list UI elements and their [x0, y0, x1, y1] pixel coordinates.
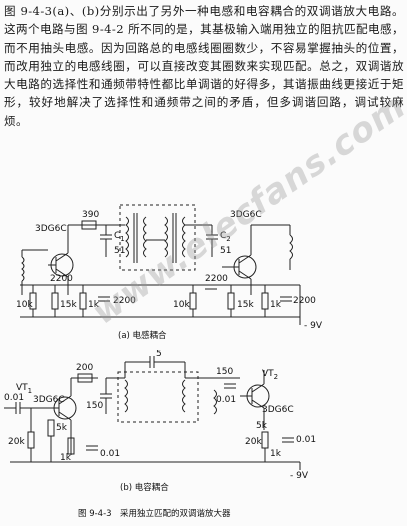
a-r-b1-label: 10k — [16, 300, 33, 310]
b-supply-label: - 9V — [290, 471, 309, 481]
a-r-e1-label: 1k — [88, 300, 100, 310]
b-r-c-label: 200 — [76, 363, 93, 373]
a-r-b2-label: 15k — [60, 300, 77, 310]
a-c-mid-label: 2200 — [205, 274, 228, 284]
a-transistor-1-label: 3DG6C — [35, 224, 67, 234]
a-c-in-label: 2200 — [50, 274, 73, 284]
b-vt2-label: VT2 — [262, 369, 278, 381]
a-c2-value: 51 — [220, 246, 231, 256]
a-r-top-label: 390 — [82, 210, 99, 220]
figure-caption-area: 图 9-4-3 采用独立匹配的双调谐放大器 — [78, 508, 231, 519]
a-c-e1-label: 2200 — [113, 296, 136, 306]
a-caption: (a) 电感耦合 — [118, 330, 167, 341]
b-c-tune1-label: 150 — [86, 401, 103, 411]
b-c-in-label: 0.01 — [4, 393, 24, 403]
b-r-b1-label: 20k — [8, 437, 25, 447]
b-caption: (b) 电容耦合 — [120, 482, 169, 493]
figure-caption: 图 9-4-3 采用独立匹配的双调谐放大器 — [78, 508, 231, 519]
a-supply-label: - 9V — [304, 321, 323, 331]
b-c-couple-label: 5 — [156, 350, 162, 359]
b-c-tune2-label: 150 — [216, 367, 233, 377]
b-transistor-2-label: 3DG6C — [262, 405, 294, 415]
b-transistor-1-label: 3DG6C — [33, 395, 65, 405]
a-c-e2-label: 2200 — [293, 296, 316, 306]
b-c-out-label: 0.01 — [216, 395, 236, 405]
b-r-e1-label: 1k — [60, 453, 72, 463]
a-r-b3-label: 10k — [173, 300, 190, 310]
body-paragraph: 图 9-4-3(a)、(b)分别示出了另外一种电感和电容耦合的双调谐放大电路。这… — [4, 4, 404, 128]
b-c-e1-label: 0.01 — [100, 449, 120, 459]
b-r-b3-label: 20k — [245, 437, 262, 447]
circuit-a-diagram: 3DG6C 390 C1 51 C2 51 3DG6C 2200 10k 15k… — [16, 204, 323, 341]
a-r-b4-label: 15k — [237, 300, 254, 310]
b-r-b2-label: 5k — [56, 423, 68, 433]
a-c2-name: C2 — [220, 231, 231, 243]
circuit-b-diagram: VT1 3DG6C 0.01 200 150 5 150 0.01 VT2 3D… — [4, 350, 316, 493]
b-vt1-label: VT1 — [16, 383, 32, 395]
a-transistor-2-label: 3DG6C — [230, 210, 262, 220]
b-c-e2-label: 0.01 — [296, 435, 316, 445]
a-c1-value: 51 — [114, 246, 125, 256]
a-c1-name: C1 — [114, 231, 125, 243]
b-r-e2-label: 1k — [270, 449, 282, 459]
a-r-e2-label: 1k — [270, 300, 282, 310]
b-r-b4-label: 5k — [256, 421, 268, 431]
